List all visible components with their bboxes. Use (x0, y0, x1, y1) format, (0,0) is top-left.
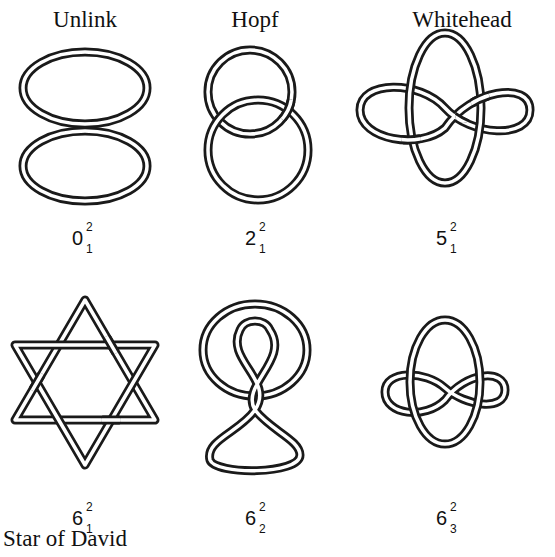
crossing-number: 6 (72, 508, 83, 528)
crossing-number: 6 (245, 508, 256, 528)
component-count: 2 (450, 221, 457, 233)
crossing-number: 5 (436, 228, 447, 248)
link-name: Whitehead (412, 8, 512, 31)
link-name: Hopf (231, 8, 278, 31)
crossing-number: 6 (436, 508, 447, 528)
link-6-2-figure (203, 304, 307, 471)
table-index: 2 (259, 523, 266, 535)
table-index: 3 (450, 523, 457, 535)
table-index: 1 (259, 243, 266, 255)
link-name: Star of David (3, 527, 127, 550)
link-6-3-figure (385, 320, 505, 444)
whitehead-figure (360, 33, 530, 183)
unlink-figure (23, 52, 147, 201)
link-name: Unlink (53, 8, 117, 31)
component-count: 2 (86, 501, 93, 513)
hopf-figure (208, 50, 308, 200)
star-of-david-figure (15, 300, 155, 465)
component-count: 2 (259, 501, 266, 513)
component-count: 2 (86, 221, 93, 233)
table-index: 1 (86, 243, 93, 255)
crossing-number: 2 (245, 228, 256, 248)
component-count: 2 (259, 221, 266, 233)
table-index: 1 (450, 243, 457, 255)
crossing-number: 0 (72, 228, 83, 248)
component-count: 2 (450, 501, 457, 513)
